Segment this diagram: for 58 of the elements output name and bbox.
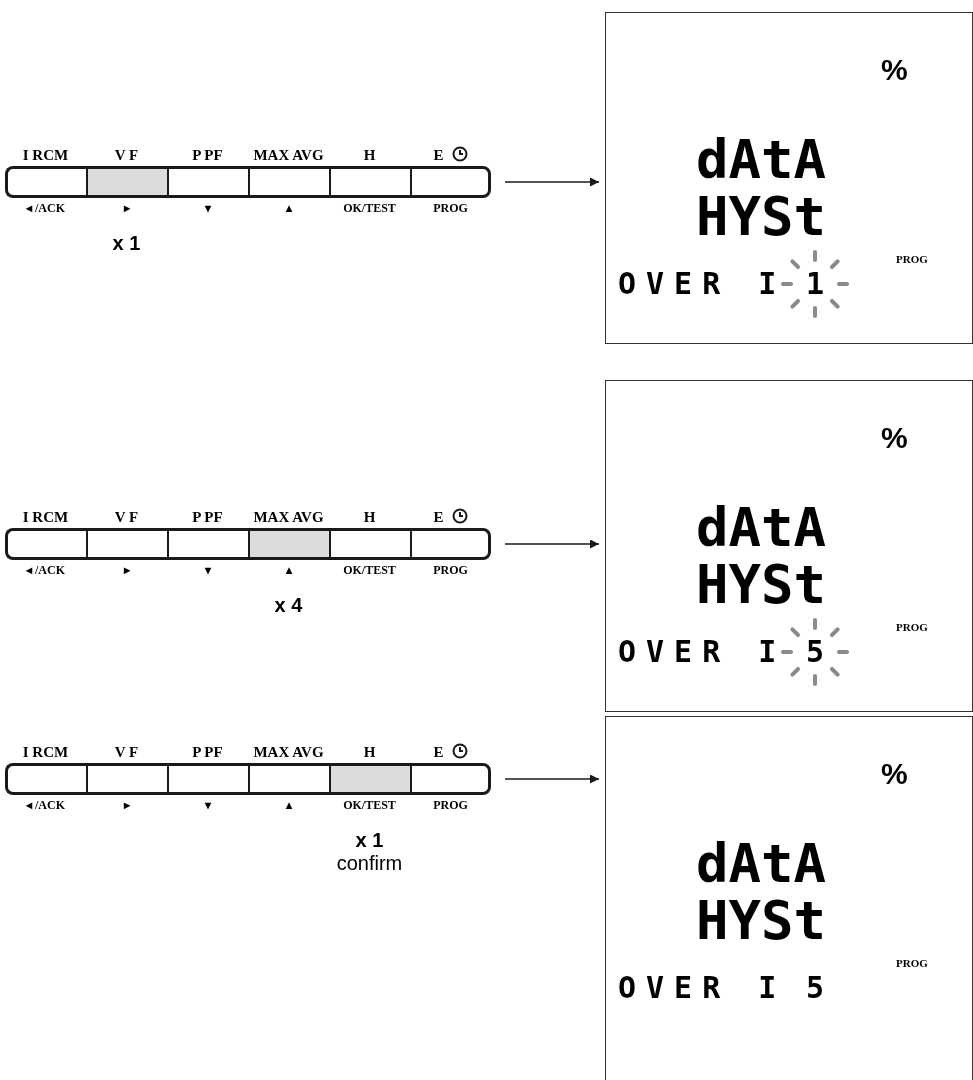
arrow: [504, 539, 600, 549]
key-function-label: ▴: [285, 200, 292, 217]
arrow: [504, 774, 600, 784]
key-function-label: PROG: [433, 200, 468, 217]
key-function-label: ▴: [285, 797, 292, 814]
key-function-label: ▸: [123, 797, 130, 814]
key-function-label: ▴: [285, 562, 292, 579]
display-text: OVER I: [618, 634, 787, 669]
key-function-label: ▸: [123, 200, 130, 217]
key-function-label: ◂ /ACK: [26, 797, 65, 814]
key-function-label: ◂ /ACK: [26, 200, 65, 217]
key-function-label: ▾: [204, 562, 211, 579]
key-label: P PF: [192, 146, 223, 165]
key-label: V F: [114, 508, 139, 527]
arrow: [504, 177, 600, 187]
prog-indicator: PROG: [896, 957, 928, 969]
key-label: P PF: [192, 508, 223, 527]
key-function-label: OK/TEST: [343, 200, 396, 217]
key-label: P PF: [192, 743, 223, 762]
key-label: MAX AVG: [253, 743, 324, 762]
key-label: I RCM: [22, 743, 69, 762]
display-text: OVER I: [618, 970, 787, 1005]
key-function-label: ▾: [204, 200, 211, 217]
display-text: OVER I: [618, 266, 787, 301]
lcd-display: [605, 380, 973, 712]
key-function-label: OK/TEST: [343, 797, 396, 814]
key-label: I RCM: [22, 508, 69, 527]
key-label: V F: [114, 743, 139, 762]
prog-indicator: PROG: [896, 621, 928, 633]
press-count: x 4: [274, 594, 303, 617]
key-label: E: [433, 509, 444, 525]
key-label: E: [433, 147, 444, 163]
key-label: H: [363, 146, 376, 165]
display-digit: 5: [806, 970, 825, 1005]
key-function-label: OK/TEST: [343, 562, 396, 579]
key-label: I RCM: [22, 146, 69, 165]
key-label: H: [363, 508, 376, 527]
unit-symbol: %: [881, 421, 908, 455]
key-function-label: ◂ /ACK: [26, 562, 65, 579]
key-function-label: ▸: [123, 562, 130, 579]
key-function-label: PROG: [433, 562, 468, 579]
key-label: MAX AVG: [253, 508, 324, 527]
display-digit: 1: [806, 266, 825, 301]
press-count: x 1: [354, 829, 385, 852]
key-label: E: [433, 744, 444, 760]
key-function-label: PROG: [433, 797, 468, 814]
prog-indicator: PROG: [896, 253, 928, 265]
unit-symbol: %: [881, 53, 908, 87]
lcd-display: [605, 12, 973, 344]
lcd-display: [605, 716, 973, 1080]
key-function-label: ▾: [204, 797, 211, 814]
key-label: MAX AVG: [253, 146, 324, 165]
display-digit: 5: [806, 634, 825, 669]
press-count: x 1: [112, 232, 141, 255]
key-label: V F: [114, 146, 139, 165]
press-note: confirm: [336, 852, 403, 875]
unit-symbol: %: [881, 757, 908, 791]
key-label: H: [363, 743, 376, 762]
